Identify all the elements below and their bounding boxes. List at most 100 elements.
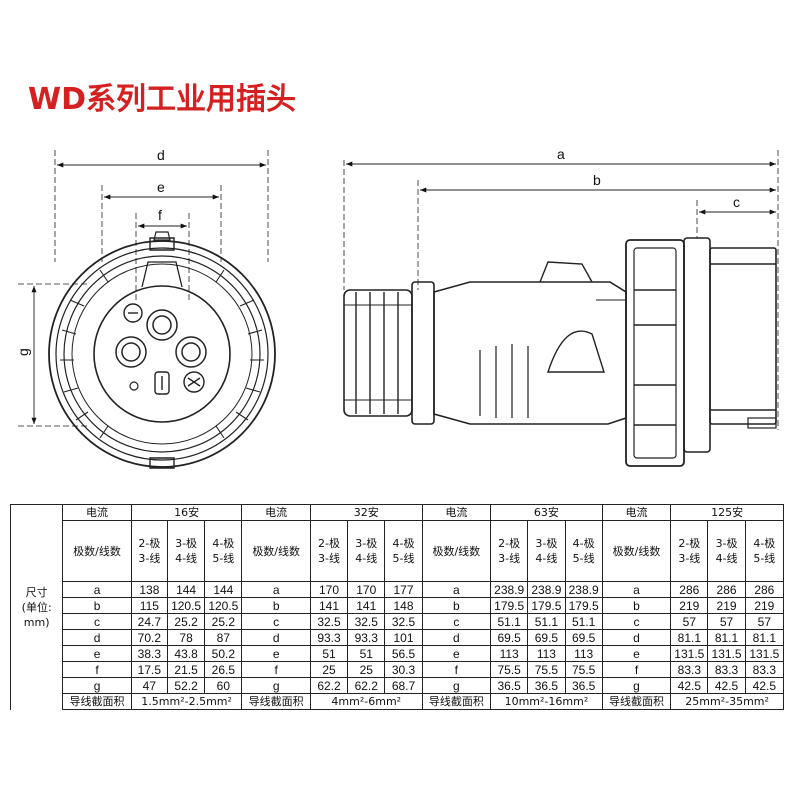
row-key: b: [421, 597, 492, 614]
technical-drawing: d e f g a b c: [15, 146, 779, 469]
table-cell: 51.1: [490, 613, 529, 630]
row-key: g: [601, 677, 672, 694]
table-cell: 101: [384, 629, 423, 646]
current-value-125a: 125安: [670, 504, 784, 521]
unit-header-text: 尺寸 (单位: mm): [21, 585, 52, 629]
wire-area-value: 4mm²-6mm²: [309, 693, 423, 710]
table-cell: 36.5: [490, 677, 529, 694]
row-key: b: [62, 597, 132, 614]
table-cell: 25.2: [166, 613, 206, 630]
table-cell: 56.5: [384, 645, 423, 662]
poles-col: 3-极 4-线: [707, 520, 746, 582]
unit-header: 尺寸 (单位: mm): [9, 504, 64, 710]
table-cell: 36.5: [527, 677, 566, 694]
table-cell: 83.3: [744, 661, 785, 678]
row-key: c: [601, 613, 672, 630]
row-key: d: [421, 629, 492, 646]
dim-label-f: f: [158, 207, 162, 223]
row-key: e: [421, 645, 492, 662]
pin-top: [146, 309, 178, 341]
table-cell: 68.7: [384, 677, 423, 694]
row-key: e: [601, 645, 672, 662]
dim-label-b: b: [593, 172, 601, 188]
table-cell: 219: [670, 597, 709, 614]
poles-label: 极数/线数: [601, 520, 672, 582]
table-cell: 238.9: [490, 581, 529, 598]
table-cell: 219: [744, 597, 785, 614]
row-key: d: [241, 629, 311, 646]
table-cell: 238.9: [564, 581, 603, 598]
table-cell: 170: [309, 581, 349, 598]
table-cell: 47: [130, 677, 168, 694]
table-cell: 43.8: [166, 645, 206, 662]
pin-bottom-right: [183, 371, 205, 393]
wire-area-label: 导线截面积: [601, 693, 672, 710]
pin-left: [115, 336, 147, 368]
row-key: c: [241, 613, 311, 630]
table-cell: 113: [564, 645, 603, 662]
table-cell: 286: [670, 581, 709, 598]
table-cell: 32.5: [309, 613, 349, 630]
row-key: a: [601, 581, 672, 598]
table-cell: 87: [204, 629, 243, 646]
table-cell: 57: [707, 613, 746, 630]
poles-label: 极数/线数: [62, 520, 132, 582]
table-cell: 32.5: [347, 613, 386, 630]
dim-label-a: a: [557, 146, 565, 162]
table-cell: 26.5: [204, 661, 243, 678]
table-cell: 38.3: [130, 645, 168, 662]
table-cell: 120.5: [204, 597, 243, 614]
wire-area-value: 10mm²-16mm²: [490, 693, 603, 710]
table-cell: 21.5: [166, 661, 206, 678]
current-value-32a: 32安: [309, 504, 423, 521]
poles-col: 3-极 4-线: [166, 520, 206, 582]
poles-col: 2-极 3-线: [309, 520, 349, 582]
table-cell: 30.3: [384, 661, 423, 678]
row-key: g: [62, 677, 132, 694]
wire-area-label: 导线截面积: [421, 693, 492, 710]
wire-area-label: 导线截面积: [62, 693, 132, 710]
poles-col: 2-极 3-线: [670, 520, 709, 582]
table-cell: 219: [707, 597, 746, 614]
table-cell: 141: [309, 597, 349, 614]
table-cell: 138: [130, 581, 168, 598]
pin-small-left: [123, 303, 143, 323]
row-key: f: [241, 661, 311, 678]
table-cell: 69.5: [527, 629, 566, 646]
table-cell: 69.5: [490, 629, 529, 646]
row-key: b: [241, 597, 311, 614]
current-value-63a: 63安: [490, 504, 603, 521]
table-cell: 25: [309, 661, 349, 678]
row-key: f: [62, 661, 132, 678]
table-cell: 81.1: [670, 629, 709, 646]
table-cell: 60: [204, 677, 243, 694]
current-label: 电流: [421, 504, 492, 521]
table-cell: 238.9: [527, 581, 566, 598]
row-key: g: [421, 677, 492, 694]
table-cell: 93.3: [347, 629, 386, 646]
table-cell: 131.5: [670, 645, 709, 662]
table-cell: 179.5: [490, 597, 529, 614]
table-cell: 78: [166, 629, 206, 646]
row-key: d: [601, 629, 672, 646]
dim-label-g: g: [15, 348, 31, 356]
row-key: g: [241, 677, 311, 694]
row-key: d: [62, 629, 132, 646]
table-cell: 113: [527, 645, 566, 662]
table-cell: 144: [204, 581, 243, 598]
table-cell: 70.2: [130, 629, 168, 646]
current-label: 电流: [62, 504, 132, 521]
side-view: [343, 150, 779, 467]
row-key: e: [62, 645, 132, 662]
spec-table: 尺寸 (单位: mm) 电流 16安 电流 32安 电流 63安 电流 125安…: [9, 504, 785, 710]
poles-label: 极数/线数: [241, 520, 311, 582]
front-view: [18, 150, 276, 469]
table-cell: 120.5: [166, 597, 206, 614]
wire-area-label: 导线截面积: [241, 693, 311, 710]
poles-col: 2-极 3-线: [130, 520, 168, 582]
table-cell: 36.5: [564, 677, 603, 694]
